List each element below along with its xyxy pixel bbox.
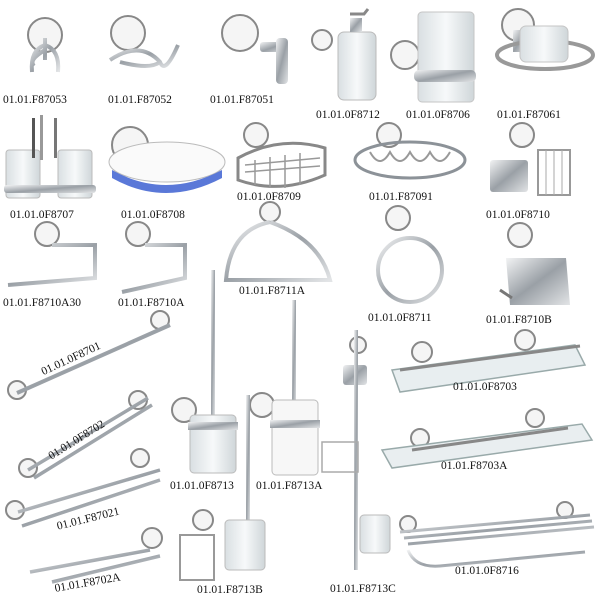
product-code-label: 01.01.0F8710 [486, 209, 550, 221]
product-code-label: 01.01.0F8713 [170, 480, 234, 492]
towel-ring-round-image [376, 205, 444, 304]
product-code-label: 01.01.F8703A [441, 460, 508, 472]
soap-dispenser-image [311, 8, 377, 101]
robe-hook-curved-image [108, 15, 180, 68]
product-code-label: 01.01.0F8716 [455, 565, 519, 577]
product-code-label: 01.01.0F8709 [237, 191, 301, 203]
paper-holder-covered-image [499, 222, 570, 305]
double-towel-bar-image [18, 390, 153, 480]
paper-holder-vertical-image [321, 330, 391, 570]
swing-towel-bar-image [29, 527, 163, 584]
double-tumbler-holder-image [4, 115, 96, 199]
product-code-label: 01.01.F8713C [330, 583, 396, 595]
product-code-label: 01.01.0F8707 [10, 209, 74, 221]
towel-rack-shelf-image [399, 501, 595, 568]
product-code-label: 01.01.F8713A [256, 480, 323, 492]
product-code-label: 01.01.0F8703 [453, 381, 517, 393]
toilet-brush-holder-a-image [249, 300, 320, 476]
product-code-label: 01.01.F87051 [210, 94, 274, 106]
product-code-label: 01.01.F87052 [108, 94, 172, 106]
soap-basket-oval-image [353, 122, 467, 180]
glass-shelf-image [390, 329, 587, 393]
toilet-brush-holder-image [171, 270, 238, 474]
glass-shelf-rail-image [380, 408, 594, 469]
product-code-label: 01.01.F87061 [497, 109, 561, 121]
product-code-label: 01.01.0F8708 [121, 209, 185, 221]
product-code-label: 01.01.F87091 [369, 191, 433, 203]
toilet-brush-wire-image [179, 395, 266, 581]
paper-holder-with-brush-image [490, 122, 571, 196]
product-code-label: 01.01.F8711A [239, 285, 306, 297]
toothbrush-cup-holder-image [495, 8, 595, 71]
tumbler-holder-image [390, 11, 476, 103]
product-code-label: 01.01.0F8712 [316, 109, 380, 121]
robe-hook-double-image [27, 17, 63, 73]
product-code-label: 01.01.F87053 [3, 94, 67, 106]
product-code-label: 01.01.F8713B [197, 584, 263, 596]
towel-ring-triangle-image [223, 201, 333, 282]
towel-ring-open-image [7, 221, 97, 287]
paper-holder-open-image [121, 221, 187, 294]
product-code-label: 01.01.0F8706 [406, 109, 470, 121]
product-code-label: 01.01.F8710B [486, 314, 552, 326]
double-towel-bar-long-image [5, 448, 161, 528]
towel-hook-single-image [221, 14, 288, 84]
product-code-label: 01.01.F8710A [118, 297, 185, 309]
single-towel-bar-image [7, 310, 171, 400]
soap-dish-image [108, 126, 226, 193]
product-code-label: 01.01.0F8711 [368, 312, 432, 324]
soap-basket-image [236, 122, 327, 188]
product-code-label: 01.01.F8710A30 [3, 297, 81, 309]
